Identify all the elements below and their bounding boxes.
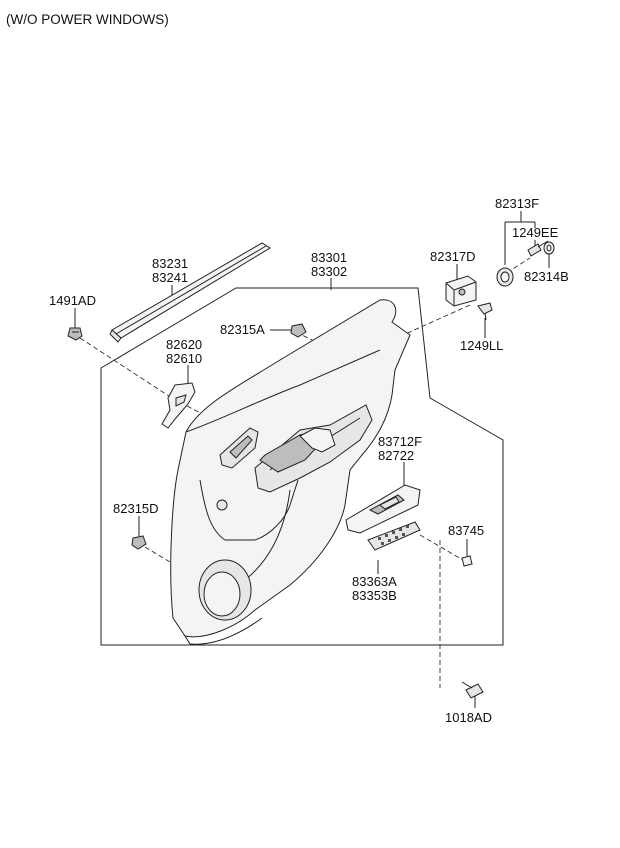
- screw-1249ll-part: [477, 302, 493, 321]
- label-1249ll: 1249LL: [460, 338, 503, 353]
- label-82620: 82620: [166, 337, 202, 352]
- inside-handle-part: [161, 382, 196, 429]
- clip-82315a-part: [290, 323, 307, 338]
- label-82610: 82610: [166, 351, 202, 366]
- switch-assembly-part: [367, 521, 421, 551]
- switch-bezel-part: [345, 484, 421, 534]
- label-83745: 83745: [448, 523, 484, 538]
- label-83353b: 83353B: [352, 588, 397, 603]
- label-83302: 83302: [311, 264, 347, 279]
- label-83301: 83301: [311, 250, 347, 265]
- belt-moulding-part: [109, 242, 271, 343]
- assembly-boundary: [100, 287, 504, 646]
- label-82315d: 82315D: [113, 501, 159, 516]
- leader-lines: [74, 211, 550, 708]
- label-82722: 82722: [378, 448, 414, 463]
- diagram-title: (W/O POWER WINDOWS): [6, 12, 169, 27]
- plug-83745-part: [461, 555, 473, 567]
- guide-lines: [79, 257, 531, 688]
- label-1491ad: 1491AD: [49, 293, 96, 308]
- label-82314b: 82314B: [524, 269, 569, 284]
- label-82313f: 82313F: [495, 196, 539, 211]
- label-1018ad: 1018AD: [445, 710, 492, 725]
- clip-1491ad-part: [67, 327, 83, 341]
- screw-1018ad-part: [461, 681, 484, 699]
- label-1249ee: 1249EE: [512, 225, 559, 240]
- clip-82315d-part: [131, 535, 147, 550]
- label-83363a: 83363A: [352, 574, 397, 589]
- label-82315a: 82315A: [220, 322, 265, 337]
- screw-1249ee-part: [527, 240, 549, 257]
- washer-82314b-part: [543, 241, 555, 255]
- door-trim-panel-part: [170, 299, 411, 645]
- bracket-82317d-part: [445, 275, 477, 307]
- label-83241: 83241: [152, 270, 188, 285]
- label-83712f: 83712F: [378, 434, 422, 449]
- nut-82313f-part: [496, 267, 514, 287]
- label-83231: 83231: [152, 256, 188, 271]
- label-82317d: 82317D: [430, 249, 476, 264]
